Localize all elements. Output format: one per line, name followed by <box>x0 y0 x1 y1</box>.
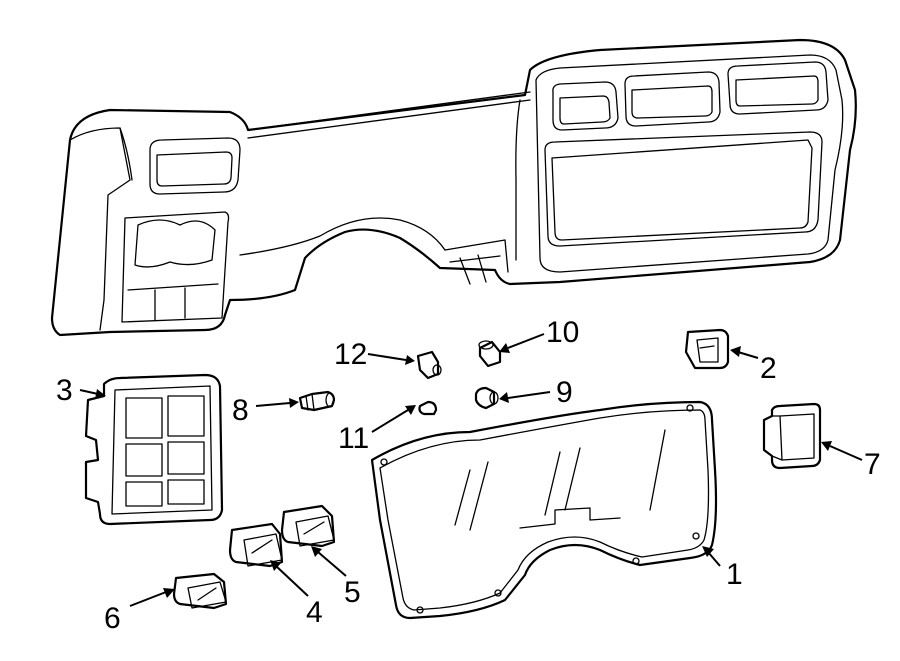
leader-lines <box>79 333 863 607</box>
callout-3: 3 <box>56 374 73 407</box>
part-9-bulb <box>474 386 499 410</box>
callout-8: 8 <box>232 394 249 427</box>
part-8-bulb-socket <box>298 390 336 412</box>
part-2-bracket <box>684 328 730 370</box>
instrument-panel <box>50 38 857 337</box>
callout-2: 2 <box>760 352 777 385</box>
callout-10: 10 <box>546 316 579 349</box>
callout-1: 1 <box>726 558 743 591</box>
callout-5: 5 <box>344 576 361 609</box>
part-4-switch <box>228 522 284 568</box>
part-11-bulb <box>418 400 438 416</box>
callout-6: 6 <box>104 602 121 635</box>
callout-7: 7 <box>864 448 881 481</box>
part-6-switch <box>172 572 228 610</box>
part-12-bolt <box>416 350 442 380</box>
part-10-socket <box>478 340 502 368</box>
part-7-switch-housing <box>762 402 822 470</box>
part-1-cluster-lens <box>370 400 718 620</box>
callout-9: 9 <box>556 376 573 409</box>
callout-11: 11 <box>338 422 369 455</box>
part-5-switch <box>280 504 336 548</box>
callout-4: 4 <box>306 596 323 629</box>
callout-labels: 1 2 3 4 5 6 7 8 9 10 11 12 <box>56 316 881 635</box>
part-3-switch-bezel <box>84 373 224 526</box>
callout-12: 12 <box>334 338 367 371</box>
